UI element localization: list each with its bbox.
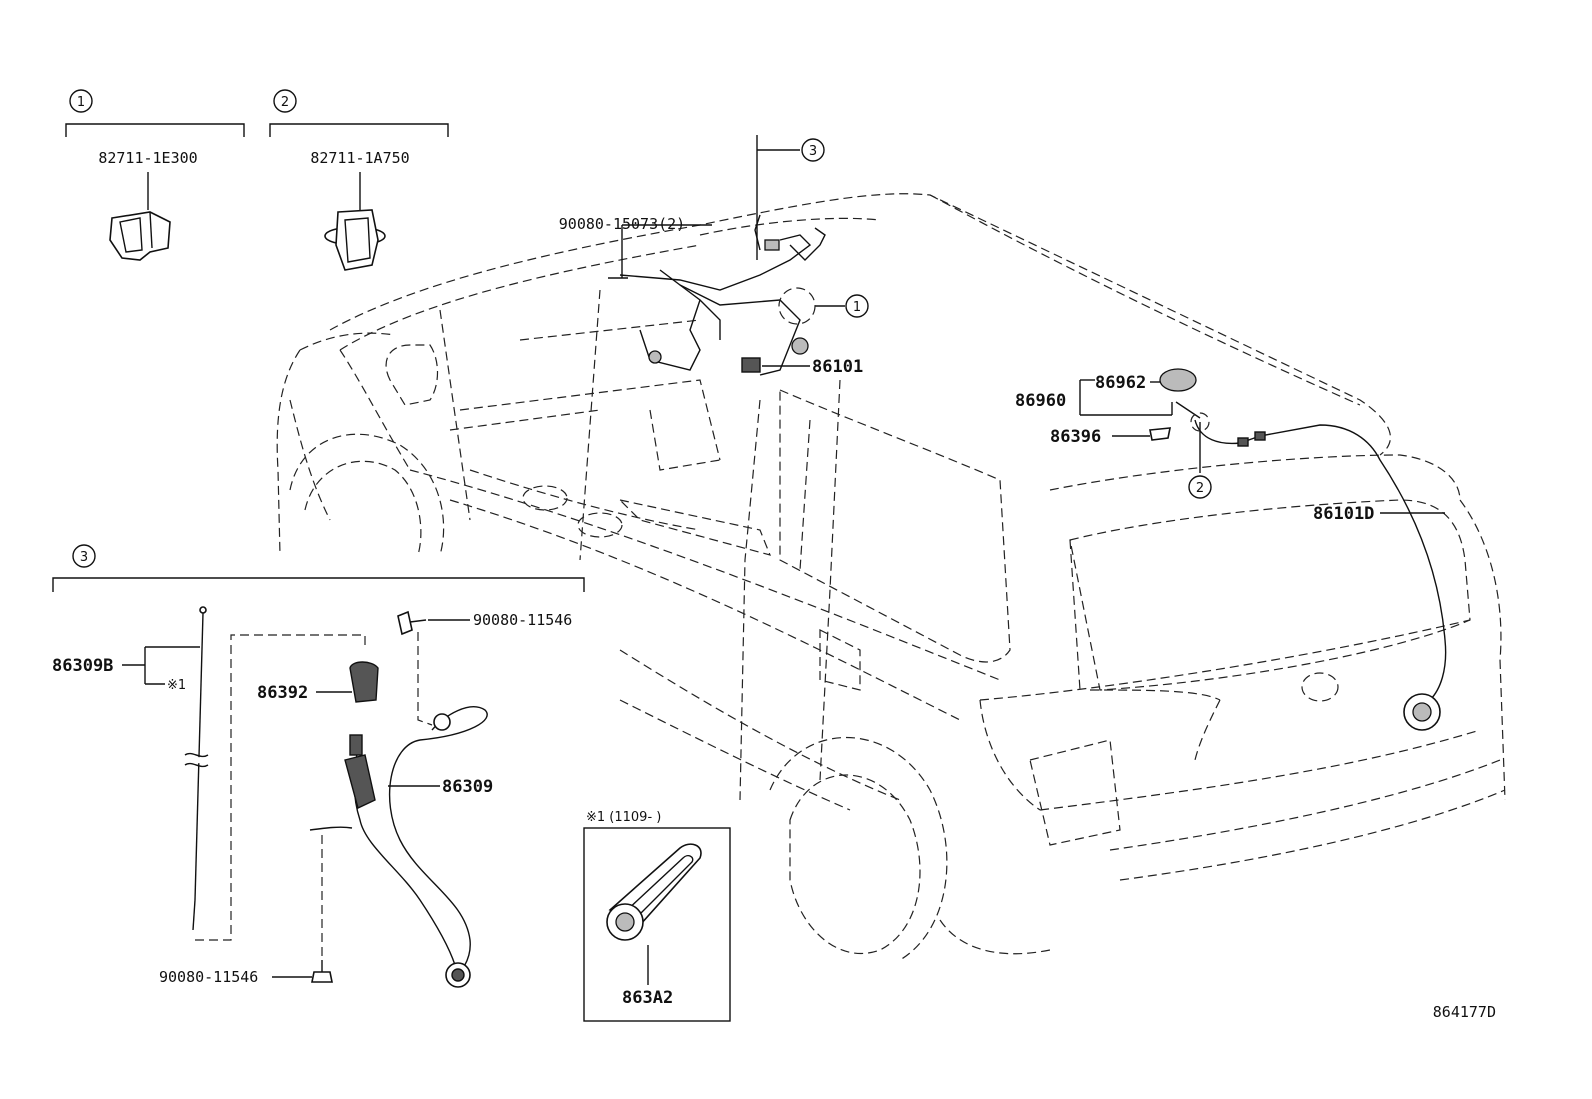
part-82711-1E300-label: 82711-1E300 [98,149,197,167]
callout-2-top: 2 [281,95,289,110]
part-86392-label: 86392 [257,683,308,703]
connector-82711-1A750 [324,209,386,271]
callout-2-harness: 2 [1196,481,1204,496]
connector-82711-1E300 [109,211,171,261]
clip-86396-shape [1149,427,1171,441]
pad-86392-shape [349,661,379,703]
bolt-90080-11546-lower-label: 90080-11546 [159,968,258,986]
vehicle-outline [276,193,1506,961]
bolt-90080-11546-upper-label: 90080-11546 [473,611,572,629]
group-2: 2 82711-1A750 [269,89,449,271]
leader-lines [608,135,1445,514]
note-box-title: ※1 (1109- ) [586,810,661,825]
part-86101-label: 86101 [812,357,863,377]
bolt-upper-shape [397,610,427,636]
front-harness-86101 [619,214,826,376]
bolt-90080-15073-label: 90080-15073(2) [559,215,685,233]
callout-1-top: 1 [77,95,85,110]
bolt-lower-shape [311,960,333,983]
rear-harness-86101D [1175,401,1447,731]
note-box: ※1 (1109- ) 863A2 [583,810,731,1022]
group-1: 1 82711-1E300 [65,89,245,261]
antenna-cord-86309 [309,706,488,988]
callout-3-group: 3 [80,550,88,565]
cap-86962-shape [1159,368,1197,392]
part-86309-label: 86309 [442,777,493,797]
note-ref-label: ※1 [167,678,186,693]
part-86101D-label: 86101D [1313,504,1374,524]
callout-3-top: 3 [809,144,817,159]
diagram-id: 864177D [1433,1003,1496,1021]
part-86962-label: 86962 [1095,373,1146,393]
part-86396-label: 86396 [1050,427,1101,447]
part-86309B-label: 86309B [52,656,113,676]
callout-1-harness: 1 [853,300,861,315]
mount-863A2-shape [606,843,702,941]
part-82711-1A750-label: 82711-1A750 [310,149,409,167]
part-86960-label: 86960 [1015,391,1066,411]
group-3: 3 86309B ※1 86392 90080-11546 [52,544,585,988]
antenna-rod-86309B [184,606,209,931]
part-863A2-label: 863A2 [622,988,673,1008]
